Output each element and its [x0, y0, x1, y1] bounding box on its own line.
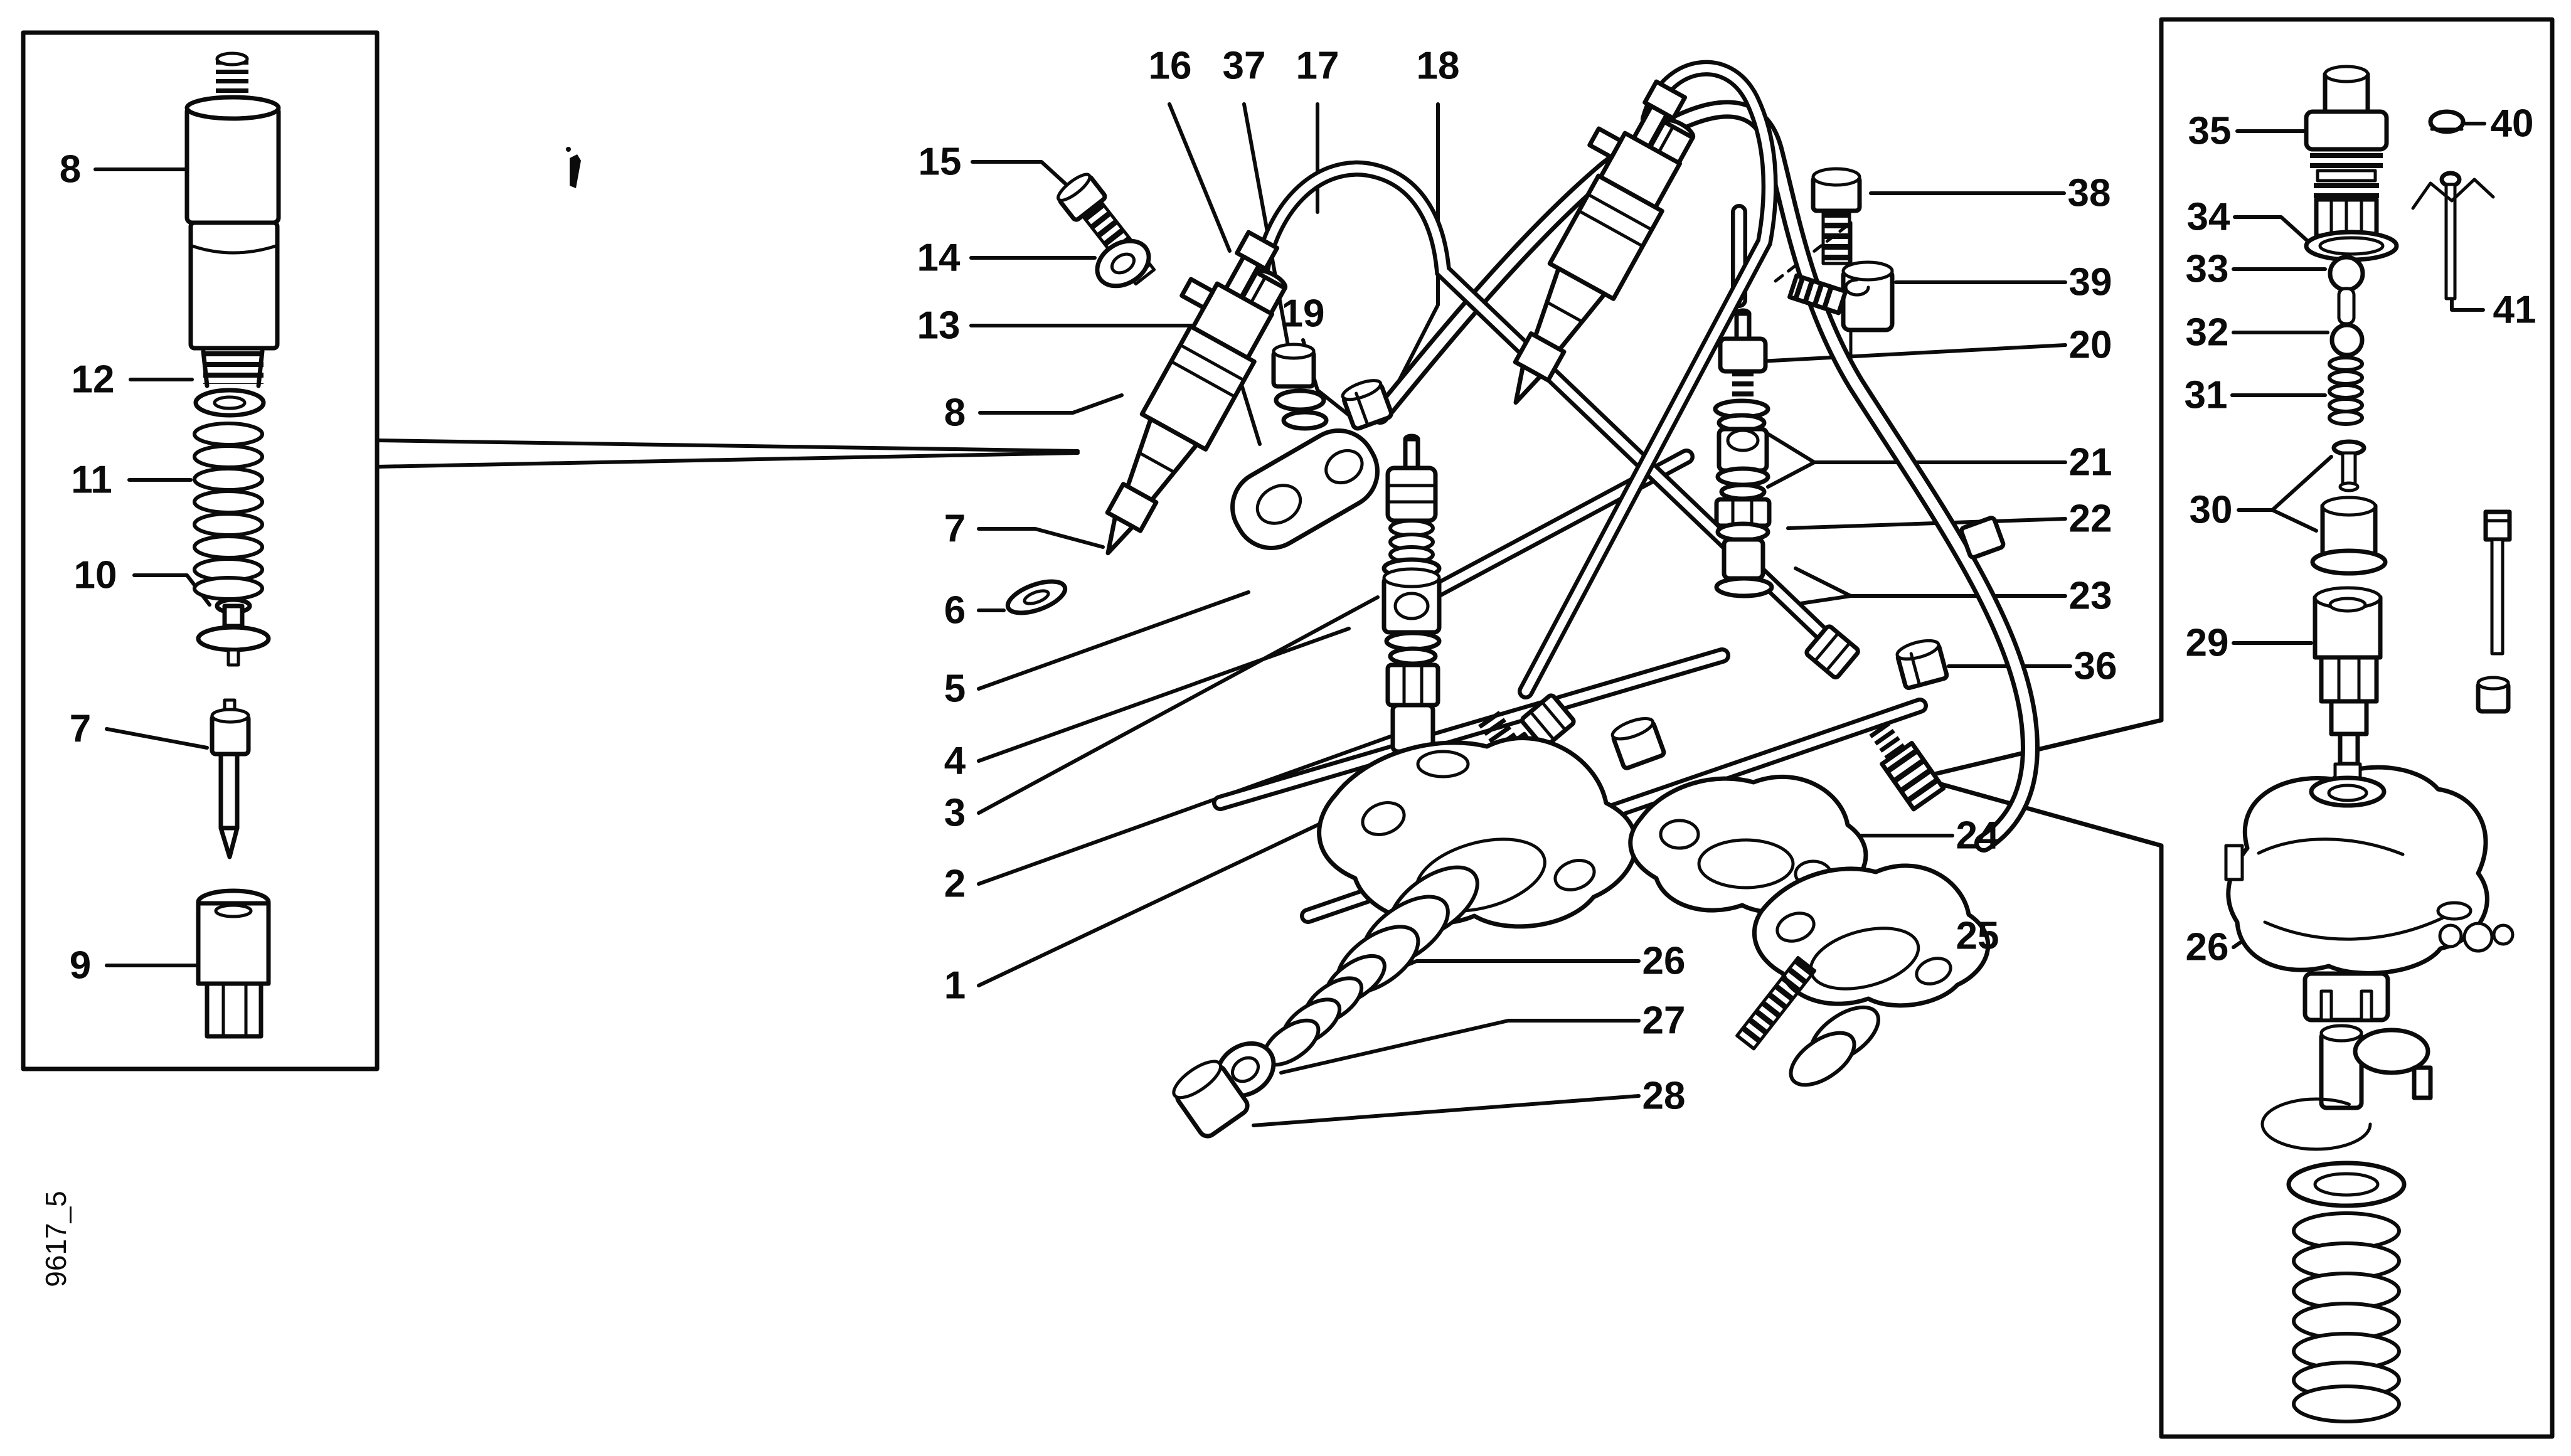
callout-left-12: 12 [72, 358, 115, 401]
callout-3: 3 [944, 792, 966, 835]
pointer-wedge [1916, 718, 2164, 848]
left-box-injector-parts [184, 51, 281, 1039]
spring-11 [193, 422, 264, 601]
delivery-stack-1 [1381, 433, 1442, 754]
callout-34: 34 [2187, 196, 2230, 239]
callout-39: 39 [2069, 261, 2112, 304]
plunger-spring [2292, 1211, 2401, 1423]
delivery-stack-2 [1713, 308, 1774, 598]
callout-left-7: 7 [70, 708, 91, 751]
right-box-pump-parts [2224, 65, 2515, 1423]
stud-25 [1735, 955, 1817, 1051]
callout-left-11: 11 [71, 459, 112, 502]
callout-32: 32 [2186, 311, 2229, 354]
cap-nut-19 [1341, 379, 1393, 431]
washer-14 [1095, 238, 1151, 289]
callout-24: 24 [1956, 814, 1999, 858]
left-detail-box [21, 30, 380, 1071]
pressure-pipe-2 [1518, 60, 1778, 699]
callout-17: 17 [1296, 45, 1339, 88]
callout-38: 38 [2068, 172, 2111, 215]
callout-left-8: 8 [60, 148, 81, 191]
rail-nut-1 [1959, 516, 2006, 560]
elbow-union-39 [1787, 260, 1895, 332]
callout-31: 31 [2185, 374, 2228, 417]
leader-lines [93, 102, 2486, 1127]
callout-28: 28 [1642, 1075, 1686, 1118]
banjo-bolt-15 [1057, 173, 1156, 286]
figure-code: 9617_5 [40, 1191, 72, 1287]
callout-20: 20 [2069, 324, 2112, 367]
callout-27: 27 [1642, 999, 1686, 1043]
seal-washer-6 [1005, 579, 1068, 615]
callout-labels: 8 12 11 10 7 9 15 14 13 8 7 6 5 4 3 2 1 … [60, 45, 2536, 1118]
callout-33: 33 [2186, 248, 2229, 291]
nut-36 [1895, 639, 1949, 690]
callout-30: 30 [2190, 489, 2233, 532]
cap-28 [1172, 1060, 1250, 1139]
callout-left-10: 10 [74, 554, 117, 597]
right-detail-box [1916, 17, 2555, 1439]
callout-1: 1 [944, 964, 966, 1007]
ink-mark [570, 154, 581, 188]
callout-19: 19 [1282, 292, 1325, 336]
pump-element-2 [1628, 639, 1991, 1087]
callout-26: 26 [1642, 940, 1686, 983]
callout-18: 18 [1417, 45, 1460, 88]
callout-7: 7 [944, 507, 966, 551]
pipe-nut-2 [1520, 693, 1576, 749]
callout-29: 29 [2186, 622, 2229, 665]
pump-element-1 [1172, 710, 1666, 1139]
callout-5: 5 [944, 667, 966, 711]
injector-2 [1463, 68, 1715, 420]
callout-6: 6 [944, 589, 966, 632]
callout-8: 8 [944, 391, 966, 435]
callout-36: 36 [2074, 645, 2117, 688]
banjo-union-13 [1230, 343, 1393, 550]
callout-15: 15 [918, 141, 962, 184]
bolt-38 [1811, 167, 1862, 265]
callout-left-9: 9 [70, 944, 91, 987]
callout-40: 40 [2491, 102, 2534, 146]
callout-25: 25 [1956, 915, 1999, 958]
callout-37: 37 [1223, 45, 1266, 88]
callout-22: 22 [2069, 497, 2112, 541]
callout-4: 4 [944, 740, 966, 783]
callout-13: 13 [917, 304, 961, 348]
callout-2: 2 [944, 863, 966, 906]
callout-26b: 26 [2186, 926, 2229, 969]
callout-23: 23 [2069, 575, 2112, 618]
callout-35: 35 [2188, 110, 2232, 153]
callout-21: 21 [2069, 441, 2112, 484]
callout-16: 16 [1149, 45, 1192, 88]
ink-dot [566, 147, 571, 152]
pressure-pipe-1 [1252, 160, 1846, 657]
callout-41: 41 [2493, 289, 2536, 332]
callout-14: 14 [917, 236, 961, 280]
pipe-nut-1 [1804, 624, 1860, 680]
